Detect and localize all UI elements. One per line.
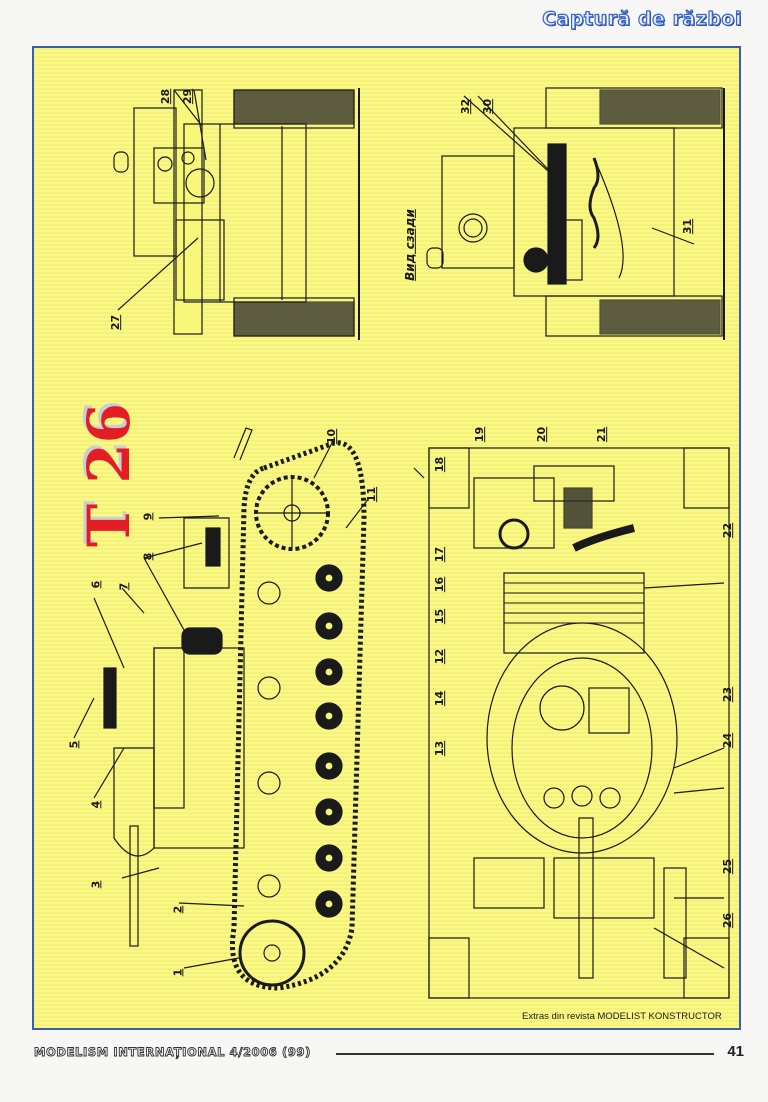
callout-17: 17 [433, 546, 447, 563]
callout-16: 16 [433, 576, 447, 593]
callout-4: 4 [89, 800, 103, 809]
callout-28: 28 [159, 88, 173, 105]
rear-view-drawing [426, 87, 725, 340]
callout-3: 3 [89, 880, 103, 889]
callout-29: 29 [181, 88, 195, 105]
callout-7: 7 [117, 582, 131, 591]
rear-view-caption: Вид сзади [402, 209, 417, 281]
top-view-drawing [413, 447, 730, 999]
callout-22: 22 [721, 522, 735, 539]
side-view-drawing [73, 427, 370, 991]
drawing-title-text: T 26 [75, 402, 143, 548]
callout-24: 24 [721, 732, 735, 749]
callout-25: 25 [721, 858, 735, 875]
callout-26: 26 [721, 912, 735, 929]
callout-5: 5 [67, 740, 81, 749]
callout-12: 12 [433, 648, 447, 665]
callout-8: 8 [141, 552, 155, 561]
front-view-drawing [113, 88, 360, 340]
callout-10: 10 [325, 428, 339, 445]
callout-21: 21 [595, 426, 609, 443]
callout-18: 18 [433, 456, 447, 473]
callout-1: 1 [171, 968, 185, 977]
page-number: 41 [727, 1043, 744, 1060]
tank-drawings [73, 87, 730, 999]
footer-divider [336, 1053, 714, 1055]
page-footer: MODELISM INTERNAȚIONAL 4/2006 (99) 41 [34, 1043, 744, 1064]
section-title: Captură de război [542, 7, 743, 30]
magazine-issue: MODELISM INTERNAȚIONAL 4/2006 (99) [34, 1045, 311, 1060]
callout-13: 13 [433, 740, 447, 757]
technical-drawing-panel: 28 29 27 32 30 31 Вид сзади 10 11 9 8 7 … [32, 46, 741, 1030]
callout-6: 6 [89, 580, 103, 589]
callout-2: 2 [171, 905, 185, 914]
callout-31: 31 [681, 218, 695, 235]
callout-32: 32 [459, 98, 473, 115]
callout-27: 27 [109, 314, 123, 331]
callout-15: 15 [433, 608, 447, 625]
callout-23: 23 [721, 686, 735, 703]
callout-14: 14 [433, 690, 447, 707]
callout-20: 20 [535, 426, 549, 443]
callout-11: 11 [365, 486, 379, 503]
callout-19: 19 [473, 426, 487, 443]
drawing-title: T 26 [74, 403, 144, 547]
source-credit: Extras din revista MODELIST KONSTRUCTOR [522, 1011, 722, 1022]
callout-30: 30 [481, 98, 495, 115]
